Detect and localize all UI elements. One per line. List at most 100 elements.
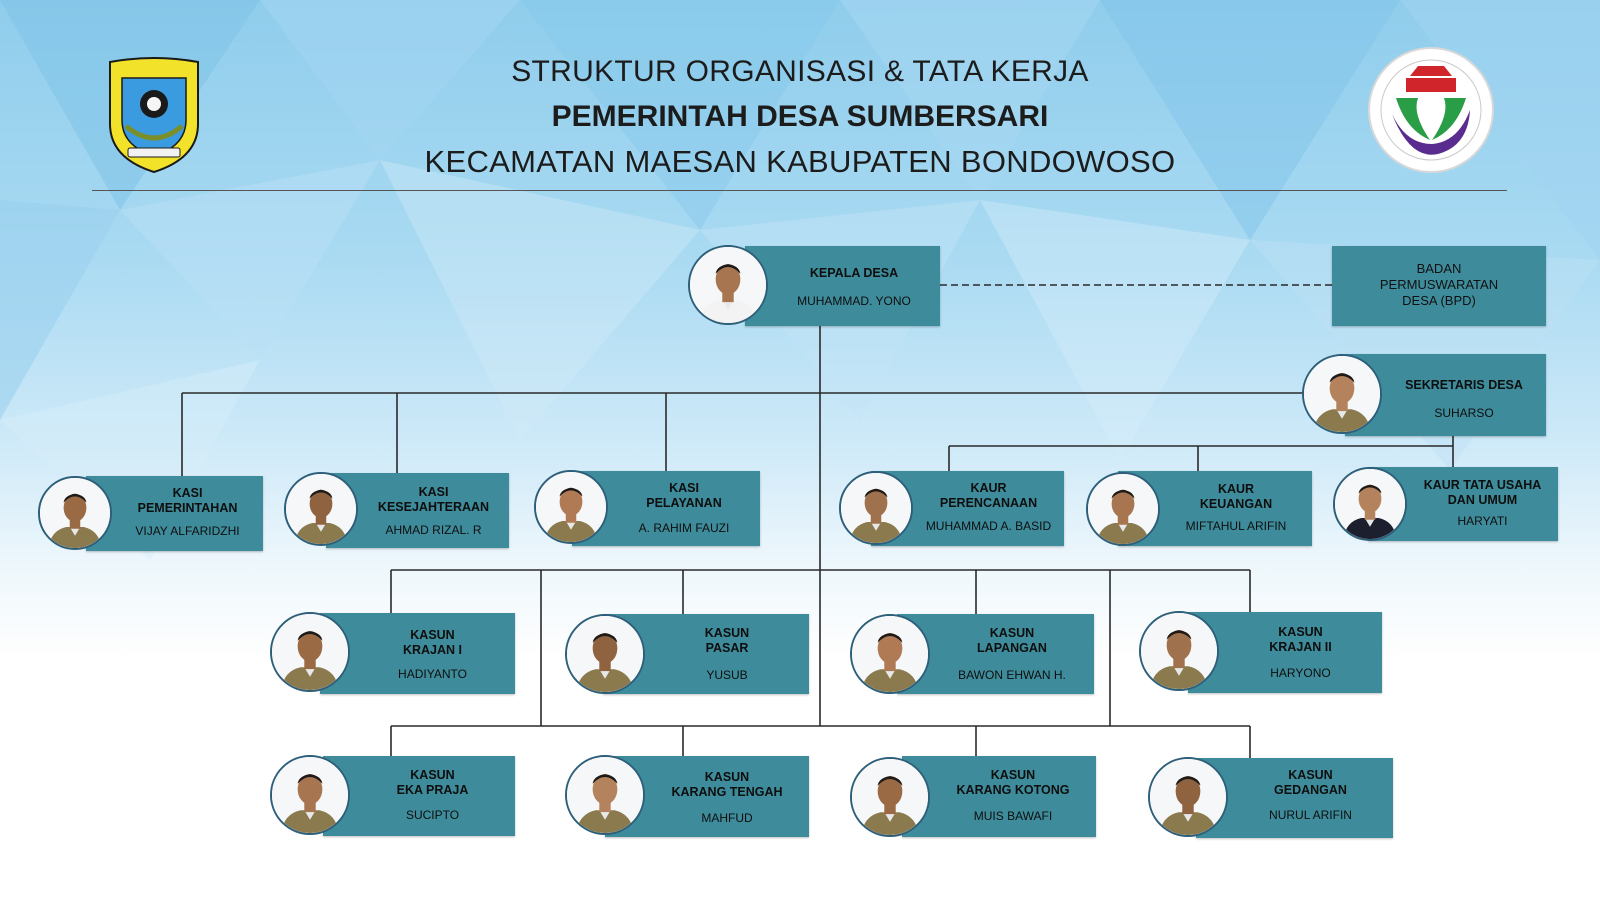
person-silhouette-icon bbox=[272, 614, 348, 690]
role-line: KAUR TATA USAHA bbox=[1423, 478, 1542, 492]
role-line: KARANG KOTONG bbox=[956, 783, 1070, 797]
kemendes-ministry-logo-icon bbox=[1368, 47, 1494, 173]
role-line: KASUN bbox=[1278, 625, 1323, 639]
bondowoso-regency-emblem-icon bbox=[109, 57, 199, 174]
person-photo bbox=[1302, 354, 1382, 434]
person-name: MUHAMMAD A. BASID bbox=[925, 519, 1052, 533]
person-photo bbox=[1139, 611, 1219, 691]
role-line: KRAJAN II bbox=[1269, 640, 1332, 654]
person-photo bbox=[850, 614, 930, 694]
role-line: KASI bbox=[172, 486, 203, 500]
person-silhouette-icon bbox=[841, 473, 911, 543]
role-line: PEMERINTAHAN bbox=[137, 501, 238, 515]
person-photo bbox=[270, 755, 350, 835]
person-silhouette-icon bbox=[272, 757, 348, 833]
person-name: BAWON EHWAN H. bbox=[958, 668, 1066, 682]
position-role: SEKRETARIS DESA bbox=[1382, 378, 1546, 393]
person-silhouette-icon bbox=[1304, 356, 1380, 432]
bpd-box: BADAN PERMUSWARATAN DESA (BPD) bbox=[1332, 246, 1546, 326]
person-photo bbox=[284, 472, 358, 546]
person-name: SUHARSO bbox=[1434, 406, 1494, 420]
person-photo bbox=[850, 757, 930, 837]
person-silhouette-icon bbox=[852, 616, 928, 692]
person-photo bbox=[38, 476, 112, 550]
role-line: LAPANGAN bbox=[977, 641, 1047, 655]
person-name: NURUL ARIFIN bbox=[1269, 808, 1352, 822]
person-photo bbox=[1333, 467, 1407, 541]
person-name: SUCIPTO bbox=[405, 808, 460, 822]
role-line: KRAJAN I bbox=[402, 643, 463, 657]
role-line: KASUN bbox=[410, 628, 455, 642]
bpd-line-1: BADAN bbox=[1416, 261, 1462, 276]
person-photo bbox=[270, 612, 350, 692]
position-role: KEPALA DESA bbox=[768, 266, 940, 281]
person-name: MAHFUD bbox=[701, 811, 753, 825]
person-name: HARYONO bbox=[1270, 666, 1331, 680]
person-photo bbox=[565, 755, 645, 835]
person-photo bbox=[1148, 757, 1228, 837]
title-line-2: PEMERINTAH DESA SUMBERSARI bbox=[551, 100, 1049, 133]
header-divider bbox=[92, 190, 1507, 191]
title-line-3: KECAMATAN MAESAN KABUPATEN BONDOWOSO bbox=[424, 144, 1176, 179]
role-line: PELAYANAN bbox=[646, 496, 722, 510]
role-line: KAUR bbox=[970, 481, 1007, 495]
role-line: GEDANGAN bbox=[1274, 783, 1347, 797]
person-name: HARYATI bbox=[1457, 514, 1508, 528]
person-photo bbox=[1086, 472, 1160, 546]
role-line: SEKRETARIS DESA bbox=[1405, 378, 1523, 392]
person-photo bbox=[839, 471, 913, 545]
person-silhouette-icon bbox=[1150, 759, 1226, 835]
person-silhouette-icon bbox=[1141, 613, 1217, 689]
role-line: KASUN bbox=[989, 626, 1035, 640]
role-line: KEPALA DESA bbox=[809, 266, 899, 280]
person-photo bbox=[565, 614, 645, 694]
bpd-line-2: PERMUSWARATAN bbox=[1379, 277, 1499, 292]
person-silhouette-icon bbox=[1088, 474, 1158, 544]
role-line: KARANG TENGAH bbox=[671, 785, 783, 799]
role-line: KASI bbox=[418, 485, 449, 499]
person-name: MUIS BAWAFI bbox=[973, 809, 1053, 823]
role-line: KESEJAHTERAAN bbox=[377, 500, 490, 514]
role-line: KASUN bbox=[990, 768, 1036, 782]
person-silhouette-icon bbox=[567, 616, 643, 692]
person-photo bbox=[688, 245, 768, 325]
person-name: HADIYANTO bbox=[398, 667, 467, 681]
position-card-kepala-desa: KEPALA DESA MUHAMMAD. YONO bbox=[745, 246, 940, 326]
title-line-1: STRUKTUR ORGANISASI & TATA KERJA bbox=[511, 55, 1089, 88]
person-name: AHMAD RIZAL. R bbox=[385, 523, 482, 537]
role-line: EKA PRAJA bbox=[396, 783, 469, 797]
person-photo bbox=[534, 470, 608, 544]
person-name: YUSUB bbox=[706, 668, 748, 682]
role-line: PERENCANAAN bbox=[939, 496, 1038, 510]
person-silhouette-icon bbox=[286, 474, 356, 544]
role-line: PASAR bbox=[705, 641, 749, 655]
person-name: A. RAHIM FAUZI bbox=[638, 521, 730, 535]
person-silhouette-icon bbox=[536, 472, 606, 542]
person-name: MUHAMMAD. YONO bbox=[797, 294, 911, 308]
person-name: VIJAY ALFARIDZHI bbox=[135, 524, 240, 538]
role-line: KASUN bbox=[1288, 768, 1333, 782]
role-line: KAUR bbox=[1217, 482, 1255, 496]
